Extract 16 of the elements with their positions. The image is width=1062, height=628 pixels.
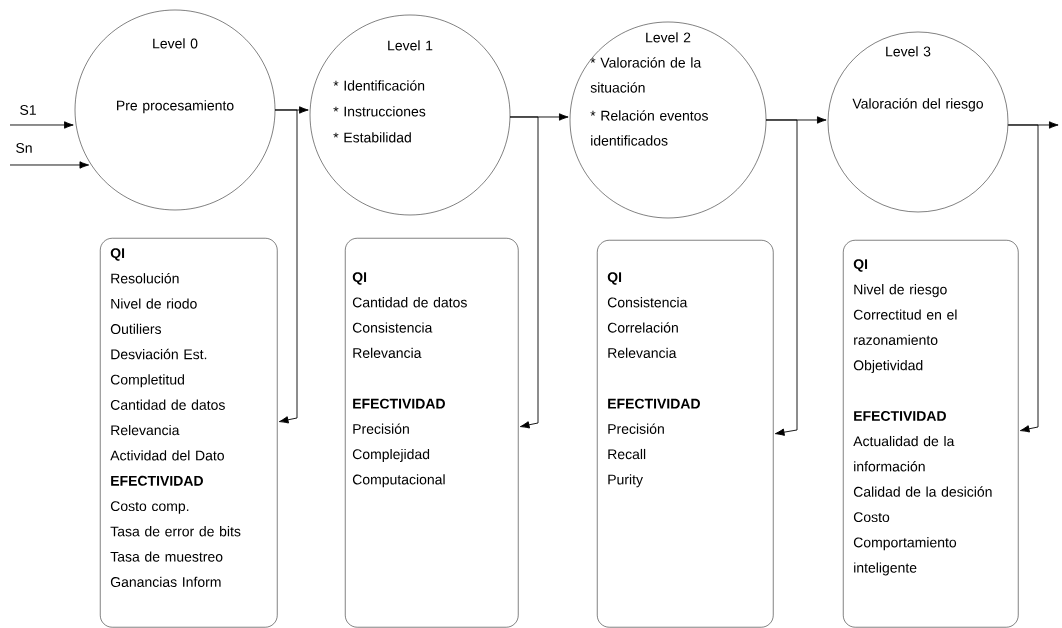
arrow — [9, 161, 90, 169]
edge-label: S1 — [18, 104, 38, 116]
arrow — [9, 121, 74, 129]
circle-node: Level 3 Valoración del riesgo — [827, 31, 1009, 213]
rounded-box: QI Consistencia Correlación Relevancia EFECTIVIDAD Precisión Recall Purity — [597, 240, 774, 628]
rounded-box: QI Resolución Nivel de riodo Outiliers Desviación Est. Completitud Cantidad de datos Relevancia Actividad del Dato EFECTIVIDAD Costo comp. Tasa de error de bits Tasa de muestreo Ganancias Inform — [100, 238, 278, 628]
rounded-box: QI Nivel de riesgo Correctitud en el razonamiento Objetividad EFECTIVIDAD Actualidad de la información Calidad de la desición Costo Comportamiento inteligente — [843, 240, 1019, 628]
arrow — [509, 116, 539, 429]
arrow — [274, 109, 298, 424]
circle-node: Level 0 Pre procesamiento — [74, 9, 276, 211]
arrow — [1007, 124, 1039, 433]
rounded-box: QI Cantidad de datos Consistencia Relevancia EFECTIVIDAD Precisión Complejidad Computacional — [345, 238, 519, 628]
circle-node: Level 1 * Identificación * Instrucciones * Estabilidad — [309, 14, 511, 216]
edge-label: Sn — [14, 142, 34, 154]
arrow — [765, 119, 798, 436]
circle-node: Level 2 * Valoración de la situación * Relación eventos identificados — [569, 21, 767, 219]
